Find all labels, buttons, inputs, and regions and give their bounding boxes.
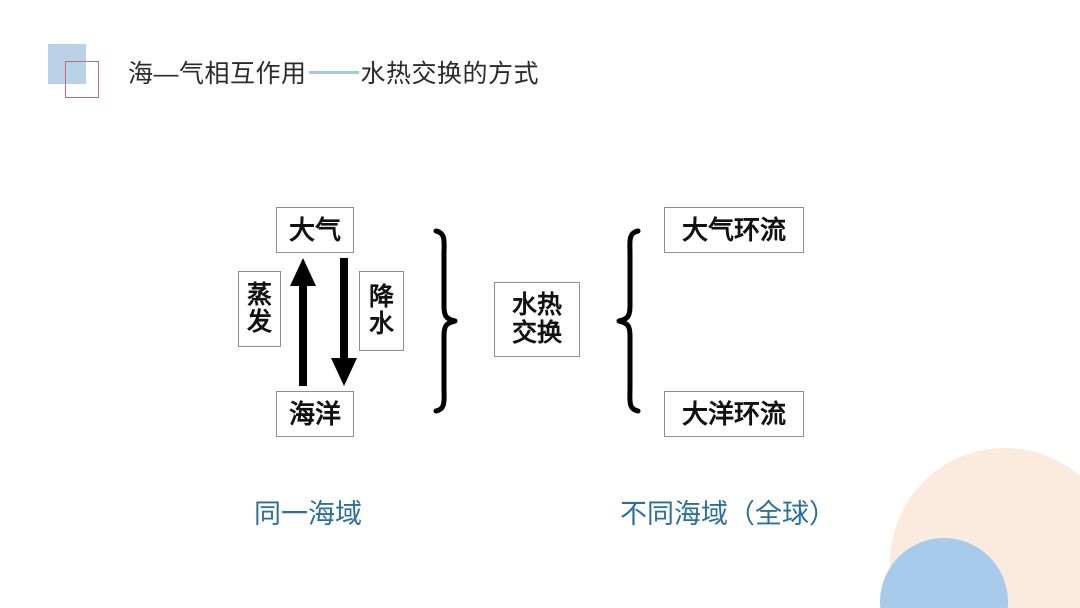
node-exchange-label-line1: 水热 <box>511 291 562 319</box>
node-atmospheric-circulation-label: 大气环流 <box>681 214 786 245</box>
node-atmospheric-circulation: 大气环流 <box>664 207 804 253</box>
node-ocean-circulation-label: 大洋环流 <box>681 398 786 429</box>
header-square-mark-icon <box>48 44 106 100</box>
precipitation-down-arrow-icon <box>331 258 357 386</box>
page-title-part2: 水热交换的方式 <box>360 60 540 88</box>
node-precipitation: 降 水 <box>359 271 404 351</box>
node-evaporation: 蒸 发 <box>238 271 281 347</box>
node-ocean-circulation: 大洋环流 <box>664 391 804 437</box>
node-ocean: 海洋 <box>276 391 354 437</box>
node-atmosphere: 大气 <box>276 207 354 253</box>
node-atmosphere-label: 大气 <box>288 214 341 245</box>
node-precipitation-label-line2: 水 <box>368 310 394 338</box>
node-precipitation-label-line1: 降 <box>368 282 394 311</box>
right-group-brace-icon <box>616 228 641 414</box>
red-square-outline-icon <box>65 61 99 98</box>
node-water-heat-exchange: 水热 交换 <box>494 282 580 357</box>
node-evaporation-label-line1: 蒸 <box>246 280 272 309</box>
title-dash-separator <box>308 70 359 74</box>
evaporation-up-arrow-icon <box>290 258 316 386</box>
node-evaporation-label-line2: 发 <box>246 308 272 336</box>
slide-header: 海—气相互作用 水热交换的方式 <box>48 44 539 100</box>
page-title: 海—气相互作用 水热交换的方式 <box>128 54 539 90</box>
node-exchange-label-line2: 交换 <box>511 318 562 347</box>
caption-same-sea-area: 同一海域 <box>254 499 362 529</box>
left-group-brace-icon <box>433 228 458 414</box>
blue-square-icon <box>48 44 86 84</box>
caption-different-sea-area: 不同海域（全球） <box>620 499 836 529</box>
node-ocean-label: 海洋 <box>288 398 341 429</box>
page-title-part1: 海—气相互作用 <box>128 60 307 88</box>
